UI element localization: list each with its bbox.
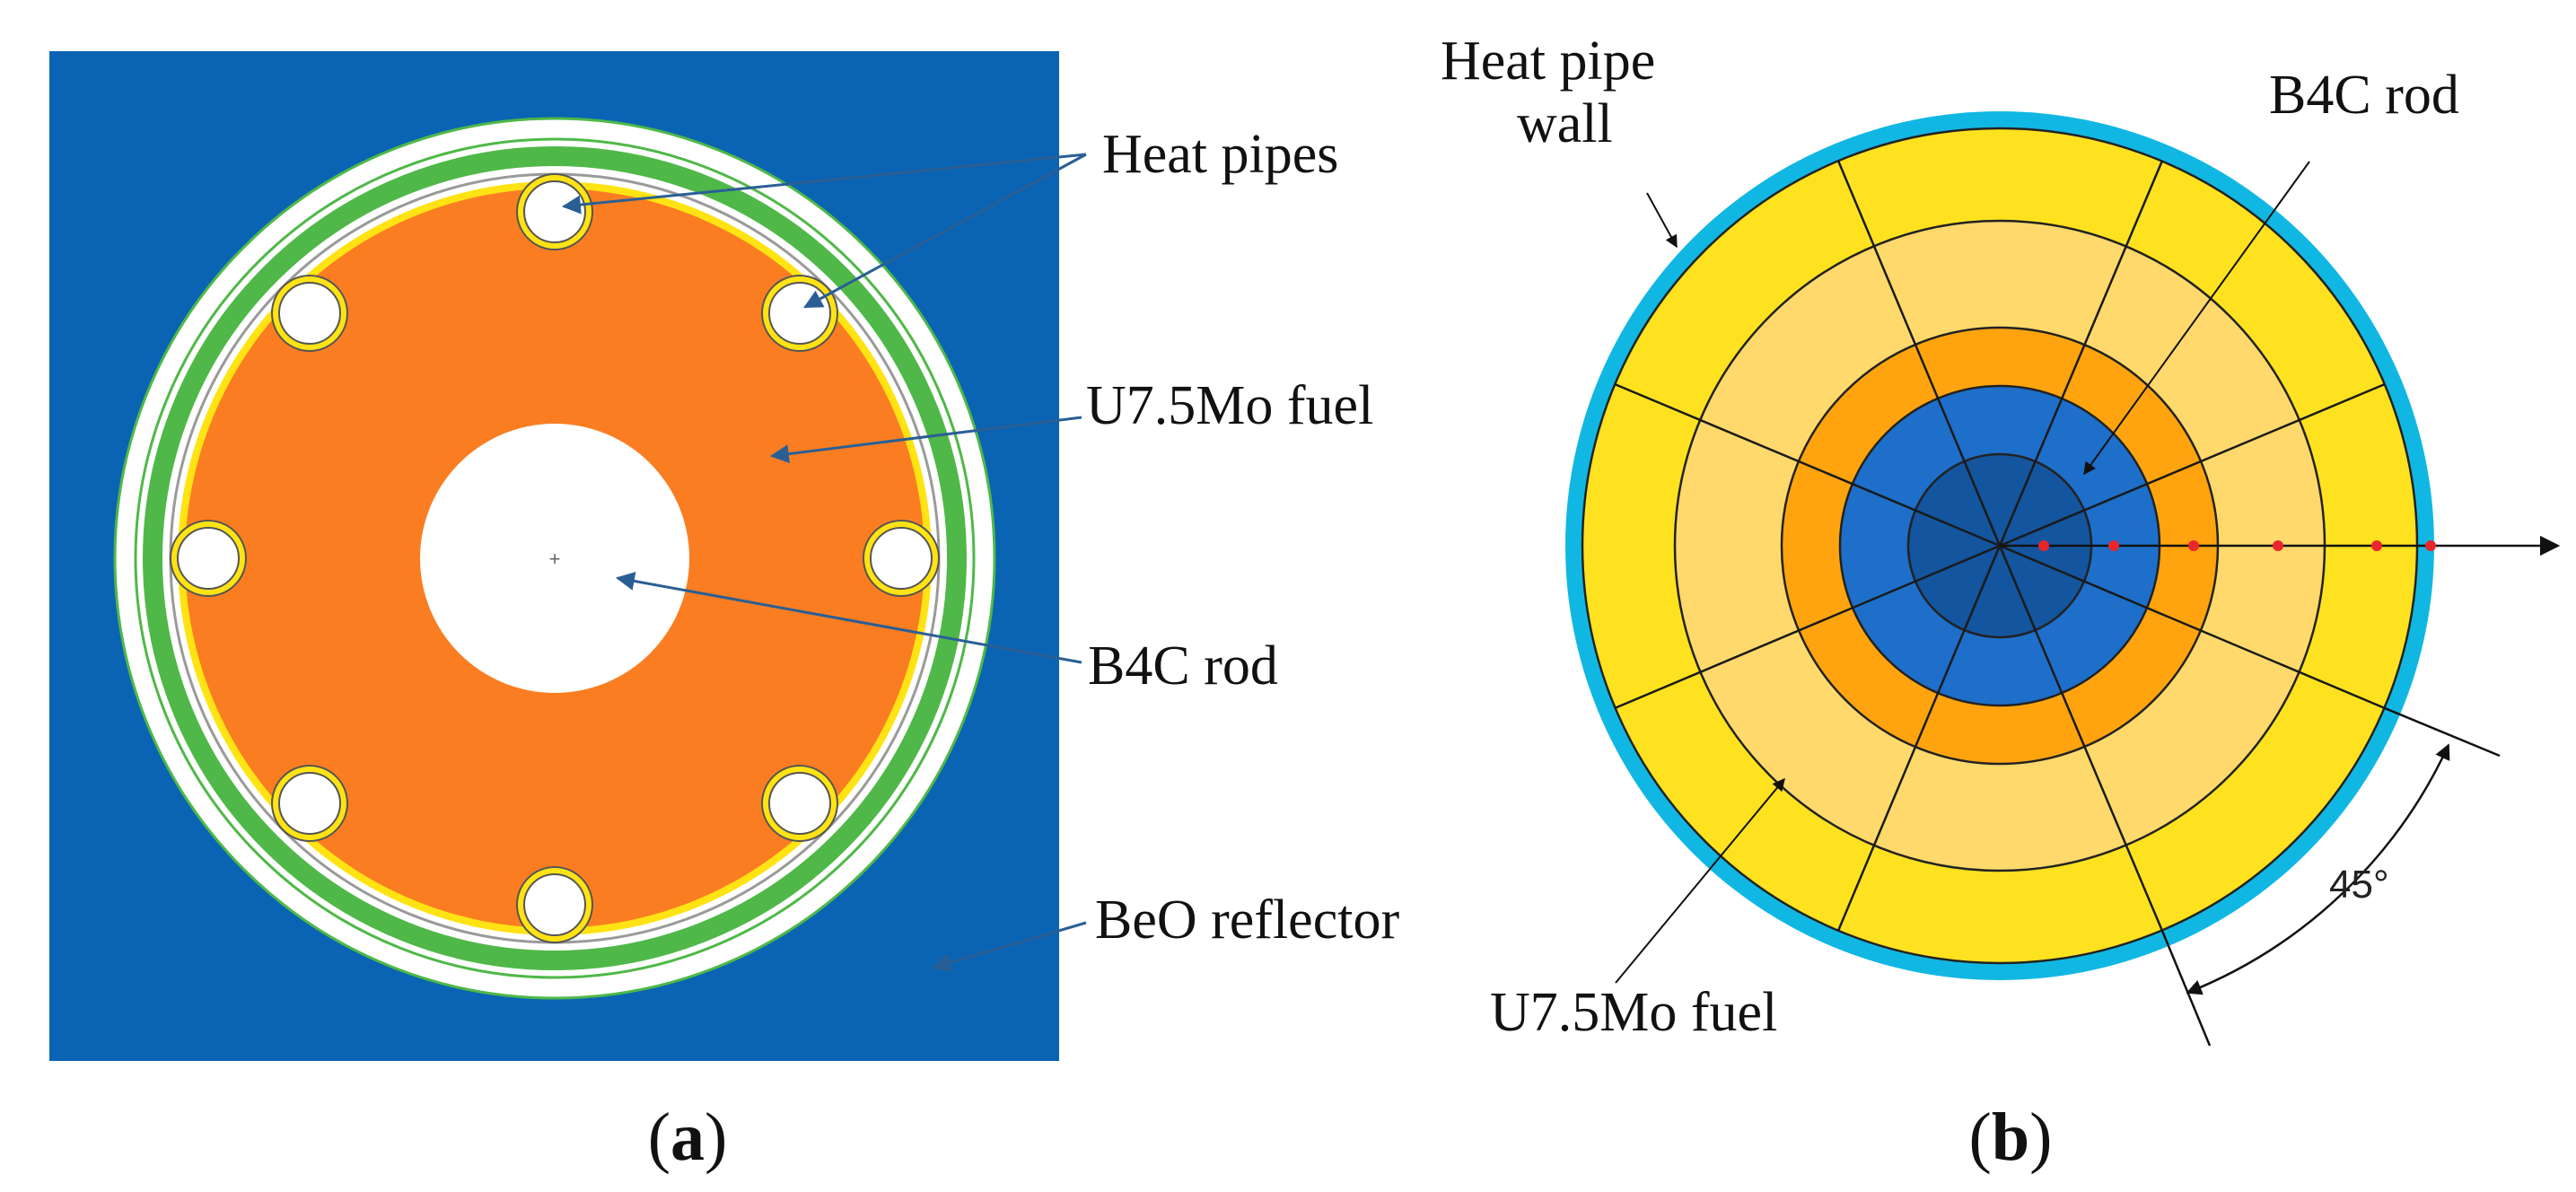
sector-line [1836, 160, 2002, 547]
angle-ref-line-upper [2384, 706, 2501, 758]
fuel-label: U7.5Mo fuel [1086, 375, 1373, 436]
sector-line [1998, 545, 2164, 932]
sector-line [1614, 382, 2001, 548]
callout-arrows-b [1615, 161, 2310, 984]
panel-b: 45° Heat pipe wall B4C rod U7.5Mo fuel (… [1441, 31, 2561, 1175]
radial-markers [2038, 540, 2436, 551]
angle-label: 45° [2329, 863, 2389, 907]
heat-pipe-wall-label-line1: Heat pipe [1441, 31, 1655, 92]
rod-arrow-b [2083, 161, 2310, 476]
marker-dot [2425, 540, 2436, 551]
heat-pipe [761, 765, 838, 842]
heat-pipe-wall-label-line2: wall [1517, 93, 1613, 154]
rod-label: B4C rod [1088, 635, 1278, 697]
marker-dot [2273, 540, 2283, 551]
wall-arrow [1646, 192, 1678, 249]
reflector-label: BeO reflector [1095, 890, 1399, 951]
thin-green-line [134, 137, 976, 979]
heat-pipe [761, 275, 838, 352]
heat-pipe [271, 765, 348, 842]
caption-b: (b) [1969, 1100, 2053, 1175]
heat-pipes-arrow-2 [803, 153, 1087, 309]
heat-pipe [516, 866, 593, 943]
marker-dot [2188, 540, 2199, 551]
marker-dot [2108, 540, 2119, 551]
sector-line [1836, 545, 2002, 932]
panel-a: + Heat pipes U7.5Mo fuel B4C rod BeO ref… [49, 51, 1399, 1175]
angle-indicator [2160, 706, 2501, 1047]
angle-arc [2186, 743, 2450, 995]
heat-pipe [271, 275, 348, 352]
heat-pipes-arrow-1 [561, 153, 1087, 215]
green-ring [143, 146, 967, 970]
fuel-label-b: U7.5Mo fuel [1490, 982, 1777, 1043]
caption-a: (a) [648, 1100, 728, 1175]
sector-line [1998, 160, 2164, 547]
marker-dot [2038, 540, 2049, 551]
sector-line [1999, 544, 2386, 710]
center-mark: + [549, 548, 561, 570]
marker-dot [2371, 540, 2382, 551]
rod-label-b: B4C rod [2269, 65, 2459, 126]
fuel-arrow [769, 416, 1082, 464]
heat-pipes-label: Heat pipes [1102, 124, 1338, 185]
sector-line [1999, 382, 2386, 548]
heat-pipe [863, 520, 940, 597]
b4c-rod-region [420, 424, 689, 693]
sector-lines [1614, 160, 2386, 932]
angle-ref-line-lower [2160, 930, 2212, 1047]
fuel-arrow-b [1615, 777, 1785, 984]
sector-line [1614, 544, 2001, 710]
heat-pipe [170, 520, 247, 597]
heat-pipe [516, 173, 593, 250]
rod-arrow [615, 572, 1082, 664]
callout-arrows-a [561, 153, 1087, 972]
reflector-arrow [931, 921, 1087, 972]
